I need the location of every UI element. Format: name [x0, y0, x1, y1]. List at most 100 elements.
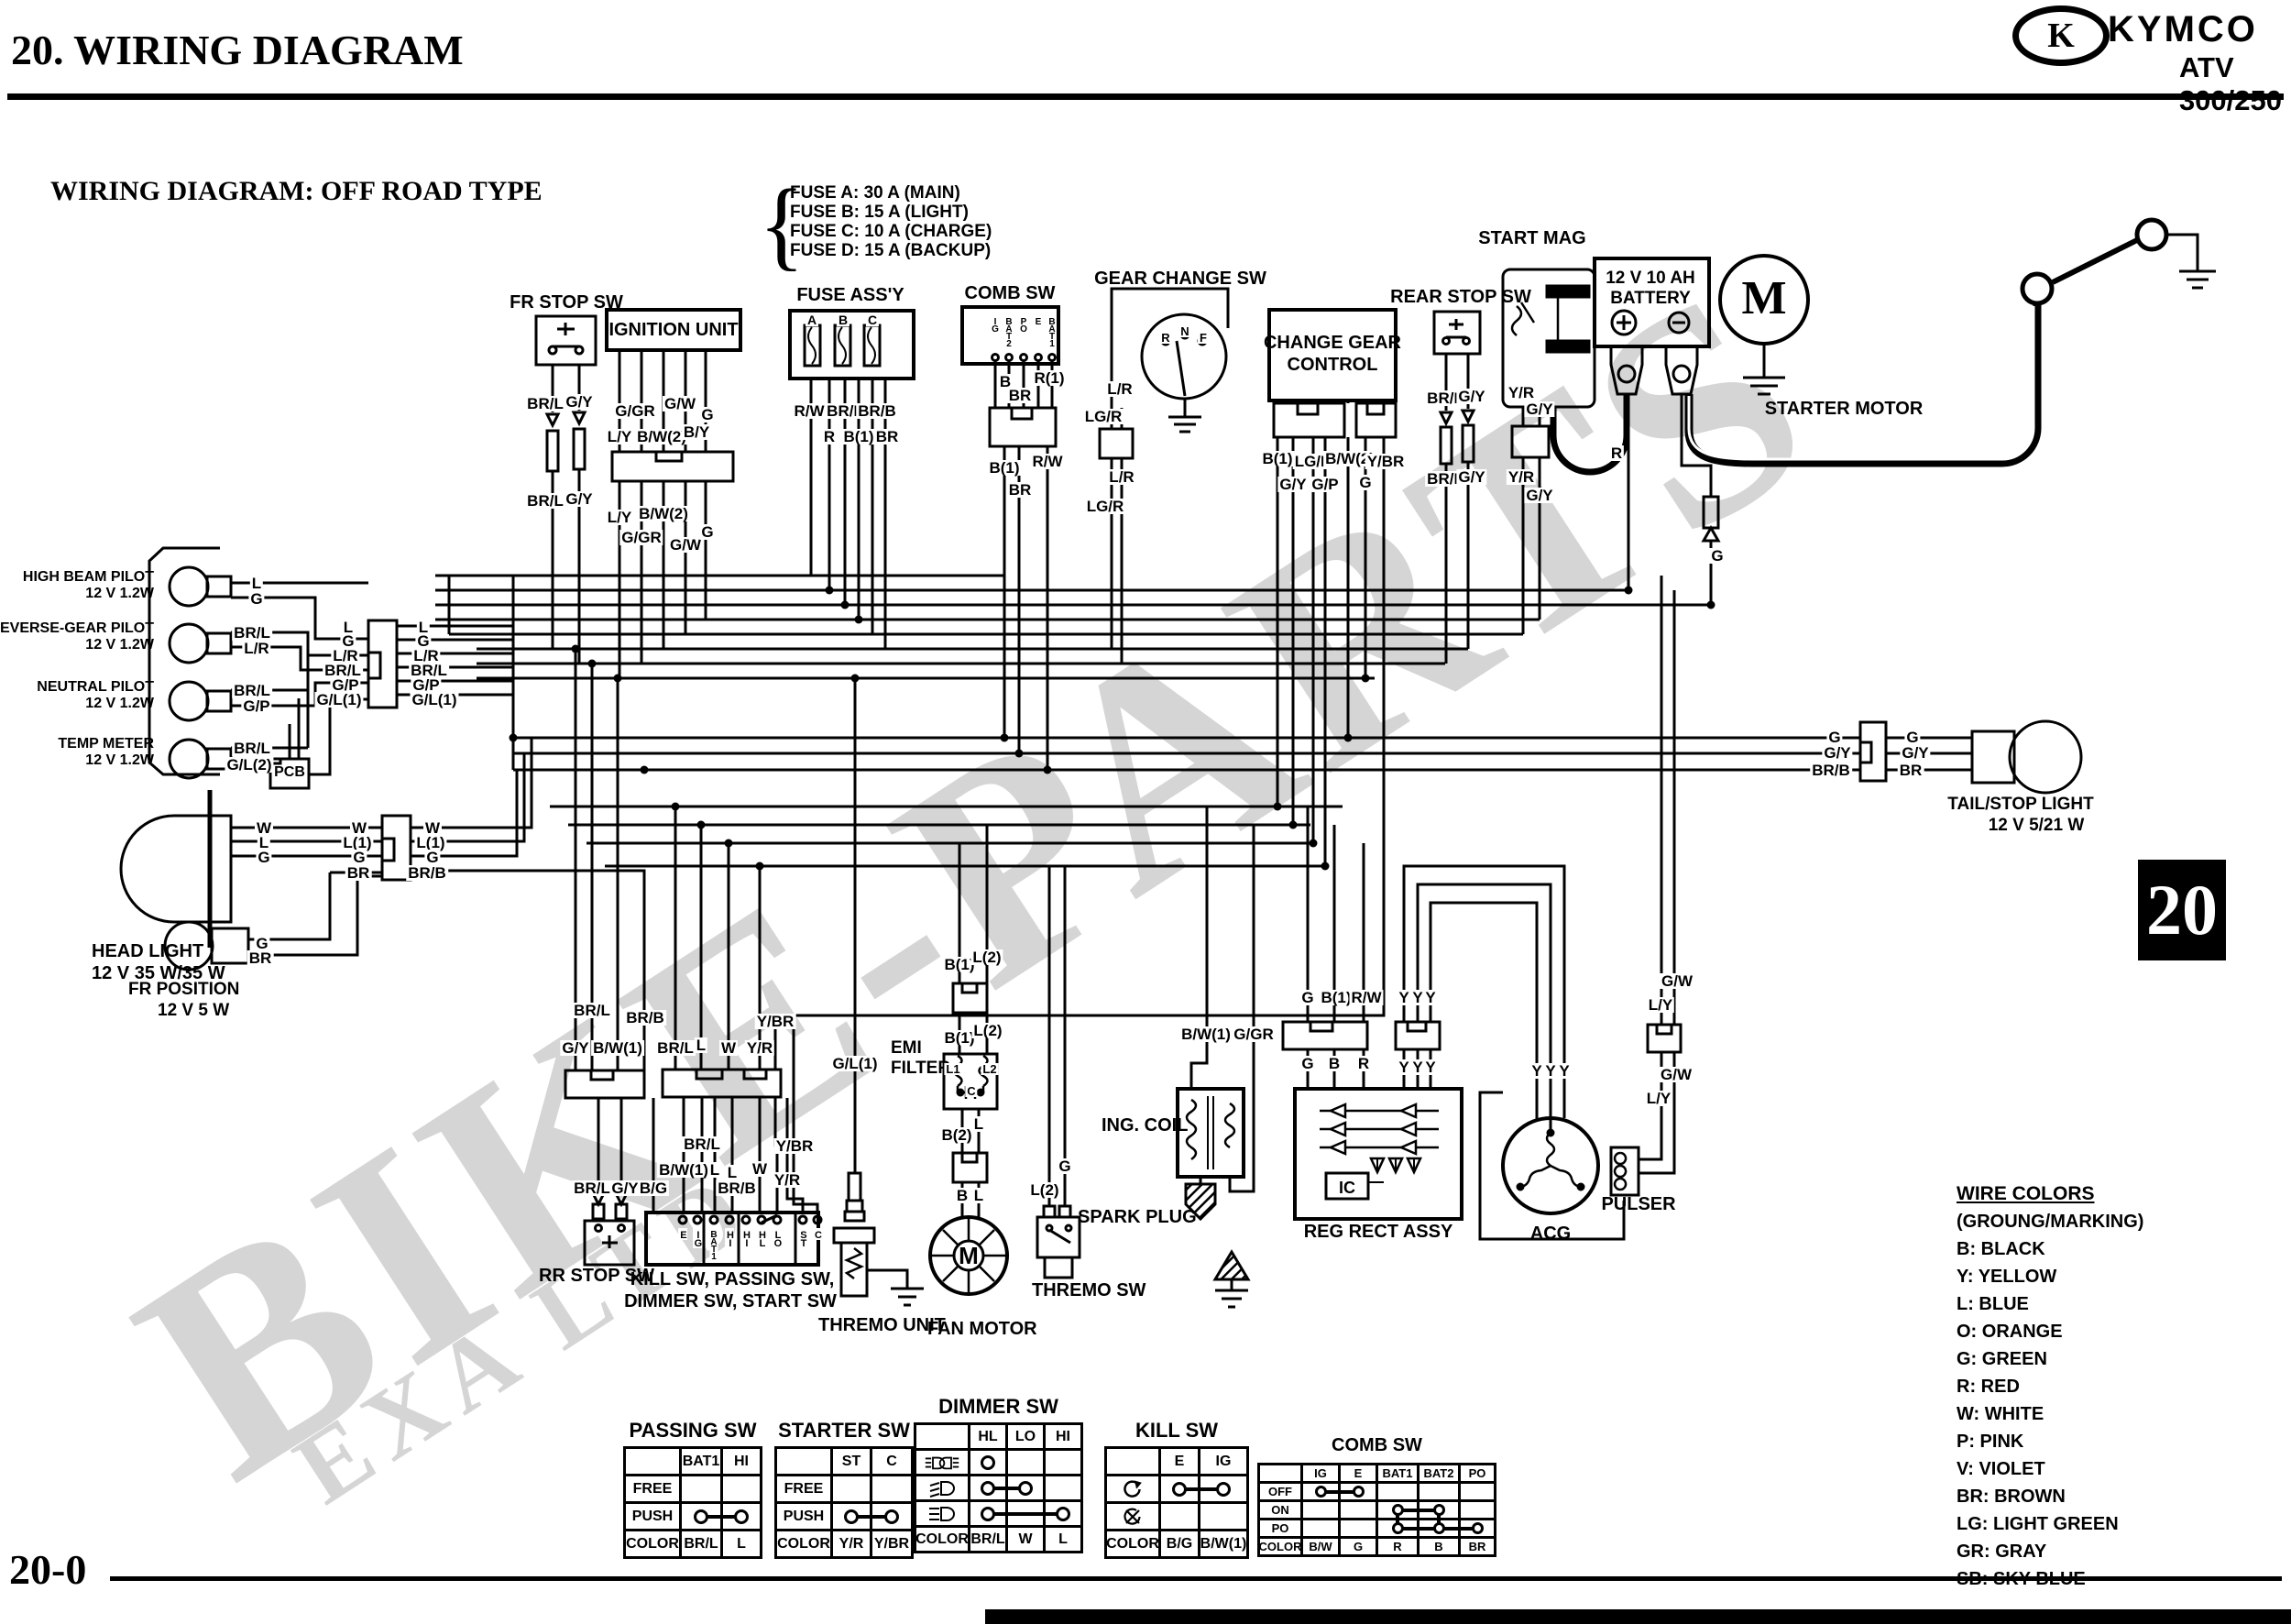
wire-label: G [424, 849, 441, 866]
wire-label: G [415, 632, 432, 650]
wire-label: L [694, 1037, 708, 1054]
table-cell: COLOR [914, 1525, 970, 1553]
fuse-list: FUSE A: 30 A (MAIN)FUSE B: 15 A (LIGHT)F… [790, 183, 992, 260]
wire-label: BR/L [232, 740, 272, 757]
wire-label: BR/B [716, 1180, 758, 1197]
table-contact-dot [734, 1509, 749, 1524]
wire-label: W [718, 1039, 739, 1057]
wire-label: L/R [331, 647, 360, 664]
wire-label: R/W [792, 402, 827, 420]
wire-label: Y [1397, 989, 1411, 1006]
thremo-unit-symbol [832, 1171, 924, 1307]
wire-label: G/Y [564, 393, 595, 411]
part-label-reg-rect-assy: REG RECT ASSY [1303, 1222, 1453, 1242]
table-cell: E [1158, 1446, 1200, 1476]
wire-label: BR/B [1810, 762, 1852, 779]
part-label-reverse-gear-pilot-1: REVERSE-GEAR PILOT [0, 620, 154, 636]
wire-label: R/W [1349, 989, 1384, 1006]
table-cell: FREE [623, 1474, 682, 1504]
table-cell: R [1376, 1536, 1420, 1557]
wire-label: C [812, 1228, 824, 1240]
table-cell: L [1043, 1525, 1083, 1553]
table-link-line [1179, 1487, 1223, 1491]
wire-label: B/G [637, 1180, 670, 1197]
table-link-line [1321, 1489, 1358, 1494]
wire-label: G [248, 590, 265, 608]
table-cell [1104, 1474, 1161, 1504]
wire-label: BR [1006, 387, 1034, 404]
wire-label: BR/L [1425, 470, 1465, 488]
part-label-head-light-1: HEAD LIGHT [92, 941, 204, 961]
mid-harness-connectors [564, 649, 857, 1213]
table-contact-dot [981, 1454, 995, 1470]
wire-label: R(1) [1032, 369, 1067, 387]
wire-label: ST [797, 1228, 809, 1248]
wire-label: G/Y [1900, 744, 1931, 762]
wire-label: BR/L [409, 662, 449, 679]
wire-label: G/L(2) [225, 756, 274, 774]
table-cell: COLOR [1104, 1529, 1161, 1559]
wire-label: L(2) [971, 1022, 1004, 1039]
wire-label: G [1299, 1055, 1316, 1072]
wire-label: G [699, 406, 716, 423]
table-cell: G [1338, 1536, 1378, 1557]
diagram-subtitle: WIRING DIAGRAM: OFF ROAD TYPE [50, 176, 543, 206]
wire-color-entry: BR: BROWN [1957, 1487, 2066, 1507]
wire-label: G [340, 632, 356, 650]
table-cell: BR [1458, 1536, 1496, 1557]
part-label-switch-box-2: DIMMER SW, START SW [624, 1291, 837, 1311]
part-label-temp-meter-1: TEMP METER [58, 736, 154, 752]
wire-label: A [805, 313, 819, 327]
part-label-comb-sw-part: COMB SW [964, 283, 1056, 303]
wire-label: L [725, 1164, 740, 1181]
part-label-fr-position-1: FR POSITION [128, 980, 240, 999]
part-label-change-gear-control-1: CHANGE GEAR [1263, 333, 1402, 353]
part-label-head-light-2: 12 V 35 W/35 W [92, 963, 225, 983]
wire-label: HI [724, 1228, 736, 1248]
wire-label: G/W [668, 536, 703, 554]
wire-label: BR/B [856, 402, 898, 420]
kill-icon [1124, 1508, 1141, 1525]
table-contact-dot [981, 1506, 995, 1521]
part-label-switch-box-1: KILL SW, PASSING SW, [630, 1269, 835, 1289]
part-label-pulser: PULSER [1601, 1194, 1676, 1214]
wire-label: Y/BR [754, 1013, 796, 1030]
table-cell [623, 1446, 682, 1476]
model-name: ATV 300/250 [2178, 51, 2282, 116]
wire-color-entry: LG: LIGHT GREEN [1957, 1514, 2119, 1534]
part-label-fr-position-2: 12 V 5 W [158, 1001, 230, 1020]
part-label-emi-filter-2: FILTER [891, 1059, 951, 1078]
wire-color-entry: B: BLACK [1957, 1239, 2045, 1259]
wire-label: BR [345, 864, 372, 882]
wire-label: L [249, 575, 264, 592]
wire-label: L/Y [1644, 1090, 1673, 1107]
wire-label: B [997, 373, 1014, 390]
table-title-passing-sw: PASSING SW [629, 1419, 757, 1442]
tail-stop-light-symbol [1858, 719, 2083, 795]
wire-label: Y [1397, 1059, 1411, 1076]
part-label-pcb: PCB [274, 764, 305, 780]
table-cell: HI [720, 1446, 762, 1476]
wire-color-entry: P: PINK [1957, 1432, 2024, 1452]
table-cell [679, 1474, 723, 1504]
wire-label: G/P [1310, 476, 1341, 493]
wire-label: L/R [1105, 380, 1135, 398]
wire-colors-title: WIRE COLORS [1957, 1183, 2095, 1204]
wire-label: HL [756, 1228, 768, 1248]
wire-label: BR [247, 949, 274, 967]
starter-motor-symbol [1718, 217, 2216, 396]
wire-color-entry: L: BLUE [1957, 1294, 2029, 1314]
part-label-starter-motor-m: M [1741, 272, 1787, 324]
table-contact-dot [844, 1509, 859, 1524]
wire-label: BR/L [572, 1002, 612, 1019]
wire-label: B(2) [939, 1126, 974, 1144]
table-link-line [988, 1511, 1063, 1516]
table-cell [914, 1474, 970, 1502]
wire-label: LG/R [1082, 408, 1124, 425]
fuse-list-item: FUSE D: 15 A (BACKUP) [790, 241, 992, 260]
table-contact-dot [1471, 1522, 1484, 1534]
ignition-coil-symbol [1176, 807, 1255, 1309]
wire-label: G [256, 849, 272, 866]
thremo-switch-symbol [1036, 866, 1081, 1279]
